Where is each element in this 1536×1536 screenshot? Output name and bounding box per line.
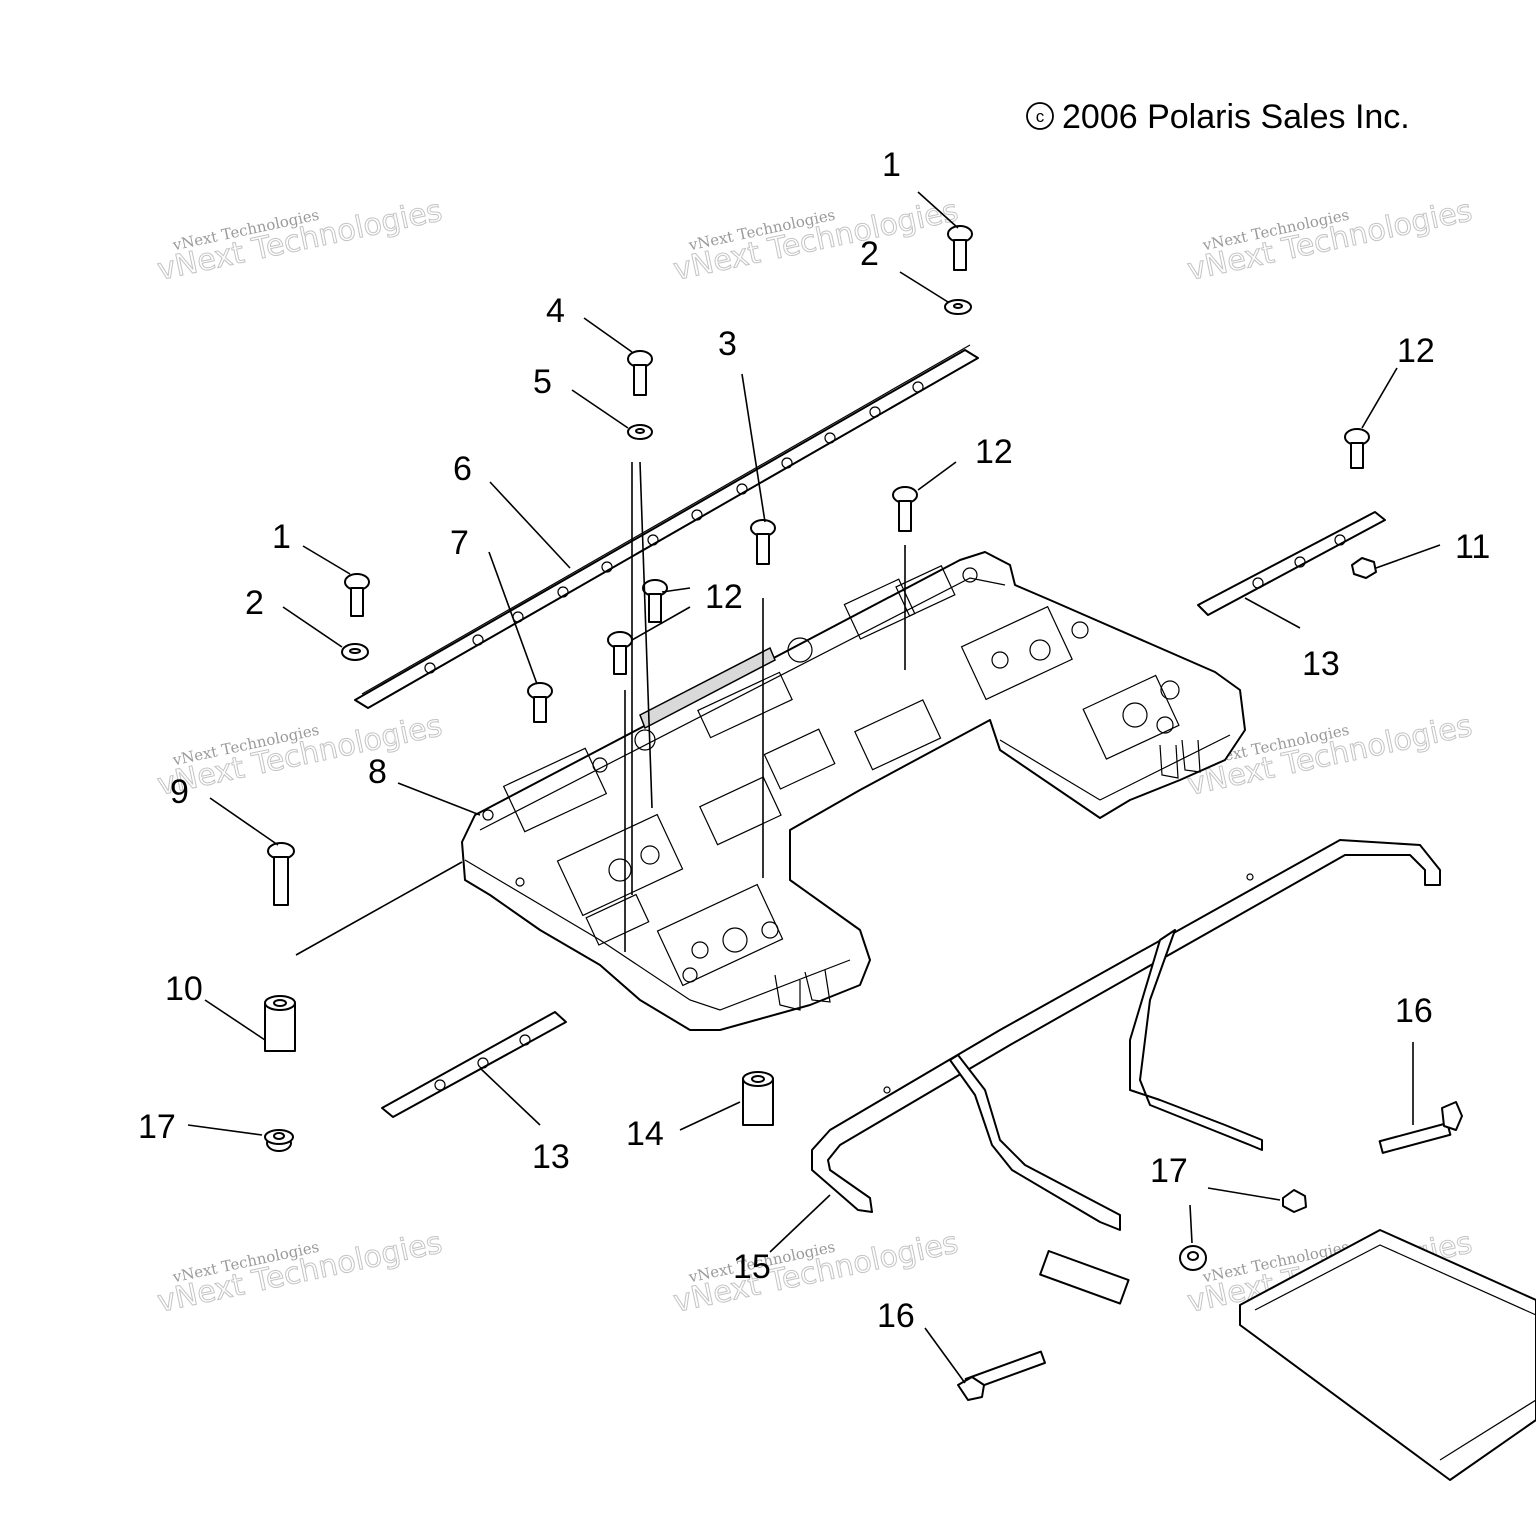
callout-4: 4 [546, 292, 565, 330]
watermark-8: vNext Technologies vNext Technologies [670, 1225, 962, 1321]
rack-holes [482, 567, 1180, 983]
part-17-washer-right [1179, 1245, 1207, 1271]
callout-13-lower: 13 [532, 1138, 570, 1176]
part-8-rack-platform [461, 551, 1246, 1031]
callout-5: 5 [533, 363, 552, 401]
callout-15: 15 [733, 1248, 771, 1286]
watermark-4: vNext Technologies vNext Technologies [154, 708, 446, 804]
watermark-7: vNext Technologies vNext Technologies [154, 1225, 446, 1321]
leader-lines [187, 191, 1441, 1384]
part-13-rail-lower [381, 1011, 567, 1118]
callout-7: 7 [450, 524, 469, 562]
part-12-bolt-mid-2 [607, 631, 633, 675]
part-7-bolt [527, 682, 553, 723]
watermark-2: vNext Technologies vNext Technologies [670, 193, 962, 289]
part-1-bolt-left [344, 573, 370, 617]
part-9-bolt-long [267, 842, 295, 906]
part-4-bolt [627, 350, 653, 396]
part-17-nut-left [264, 1129, 294, 1152]
callout-9: 9 [170, 773, 189, 811]
part-2-washer-left [341, 643, 369, 661]
copyright-text: 2006 Polaris Sales Inc. [1062, 98, 1410, 136]
callout-17-left: 17 [138, 1108, 176, 1146]
part-17-nut-right [1282, 1189, 1307, 1213]
part-3-bolt [750, 519, 776, 565]
callout-1-top: 1 [882, 146, 901, 184]
part-10-spacer [264, 995, 296, 1052]
copyright-c-glyph: c [1036, 107, 1045, 126]
rack-pockets [502, 565, 1180, 987]
callout-8: 8 [368, 753, 387, 791]
rail-6-holes [424, 381, 924, 674]
callout-12-center: 12 [975, 433, 1013, 471]
copyright-circle [1026, 102, 1054, 130]
watermark-1: vNext Technologies vNext Technologies [154, 193, 446, 289]
watermark-3: vNext Technologies vNext Technologies [1184, 193, 1476, 289]
callout-6: 6 [453, 450, 472, 488]
callout-10: 10 [165, 970, 203, 1008]
part-13-rail-upper [1197, 511, 1386, 616]
callout-1-left: 1 [272, 518, 291, 556]
callout-14: 14 [626, 1115, 664, 1153]
copyright-notice: c 2006 Polaris Sales Inc. [1026, 98, 1410, 136]
callout-12-mid: 12 [705, 578, 743, 616]
part-11-nut [1351, 557, 1377, 579]
part-1-bolt-top [947, 225, 973, 271]
part-2-washer-top [944, 299, 972, 315]
callout-17-right: 17 [1150, 1152, 1188, 1190]
callout-12-right: 12 [1397, 332, 1435, 370]
part-5-washer [627, 424, 653, 440]
part-14-spacer [742, 1071, 774, 1126]
part-6-rail [354, 344, 979, 709]
callout-2-left: 2 [245, 584, 264, 622]
callout-16-bottom: 16 [877, 1297, 915, 1335]
callout-labels: 1 2 4 3 5 6 12 12 12 1 2 7 11 13 8 9 10 … [138, 146, 1490, 1335]
part-16-bolt-bottom [957, 1350, 1046, 1401]
callout-2-top: 2 [860, 235, 879, 273]
callout-13-upper: 13 [1302, 645, 1340, 683]
part-12-bolt-mid-1 [642, 579, 668, 623]
part-12-bolt-center [892, 486, 918, 532]
part-12-bolt-right [1344, 428, 1370, 469]
callout-3: 3 [718, 325, 737, 363]
callout-16-right: 16 [1395, 992, 1433, 1030]
part-15-frame [811, 839, 1536, 1481]
callout-11: 11 [1455, 528, 1490, 566]
part-16-bolt-right [1378, 1101, 1463, 1154]
